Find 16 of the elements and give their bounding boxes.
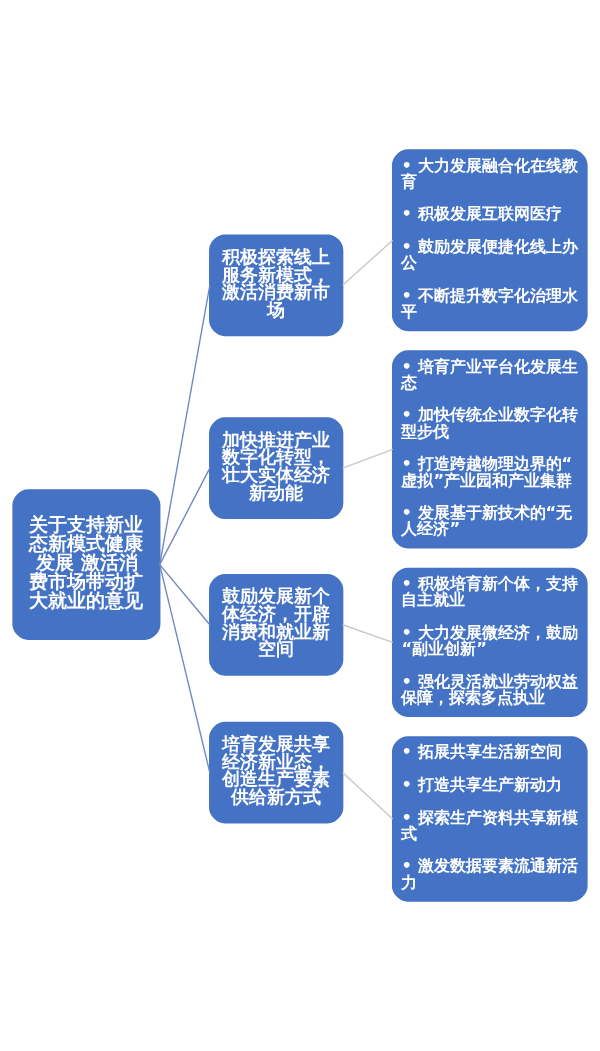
connector xyxy=(159,284,211,566)
connector xyxy=(159,563,211,774)
node-box: • 大力发展融合化在线教育 • 积极发展互联网医疗 • 鼓励发展便捷化线上办公 • 不断提升数字化治理水平 xyxy=(391,149,588,332)
connector xyxy=(159,467,211,566)
node-box: 积极探索线上服务新模式，激活消费新市场 xyxy=(209,234,344,337)
node-box: 鼓励发展新个体经济，开辟消费和就业新空间 xyxy=(209,573,344,676)
node-box: • 积极培育新个体，支持自主就业 • 大力发展微经济，鼓励“副业创新” • 强化灵活就业劳动权益保障，探索多点执业 xyxy=(391,567,588,717)
connector xyxy=(341,624,394,643)
node-box: 关于支持新业态新模式健康发展 激活消费市场带动扩大就业的意见 xyxy=(12,489,161,640)
connector xyxy=(341,771,394,820)
node-box: • 拓展共享生活新空间 • 打造共享生产新动力 • 探索生产资料共享新模式 • 激发数据要素流通新活力 xyxy=(391,736,588,902)
connector xyxy=(341,448,394,469)
connector xyxy=(159,563,211,626)
node-box: 加快推进产业数字化转型，壮大实体经济新动能 xyxy=(209,417,344,520)
connector xyxy=(341,239,394,286)
node-box: • 培育产业平台化发展生态 • 加快传统企业数字化转型步伐 • 打造跨越物理边界的“虚拟”产业园和产业集群 • 发展基于新技术的“无人经济” xyxy=(391,350,588,549)
